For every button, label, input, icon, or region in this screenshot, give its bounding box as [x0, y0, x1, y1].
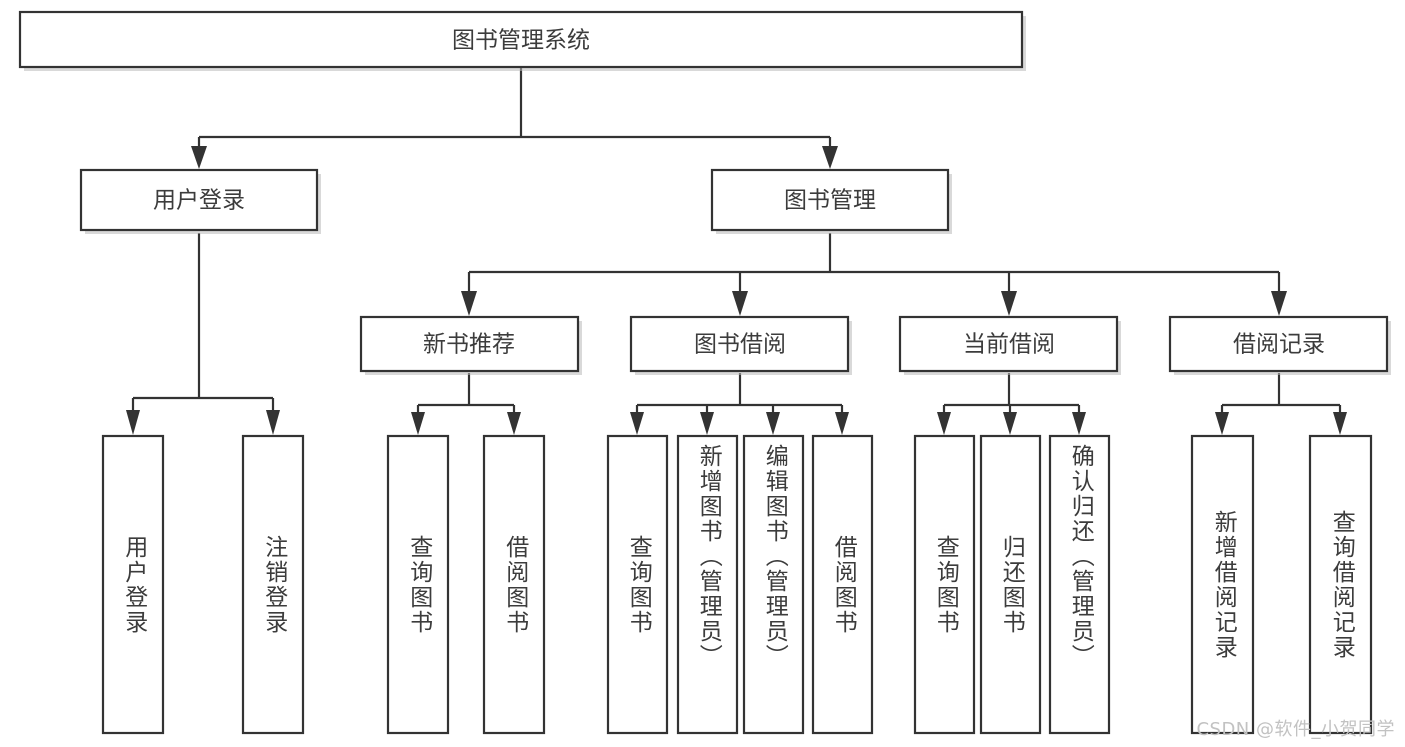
arrow-leaf-query-record [1333, 412, 1347, 435]
leaf-rect-query-record[interactable] [1308, 434, 1373, 735]
leaf-rect-add-book[interactable] [676, 434, 739, 735]
arrow-leaf-user-login [126, 410, 140, 435]
arrow-leaf-return-book [1003, 412, 1017, 435]
arrow-borrow-record [1271, 291, 1287, 316]
arrow-leaf-logout [266, 410, 280, 435]
new-book-recommend-label: 新书推荐 [423, 332, 515, 358]
arrow-leaf-confirm-return [1072, 412, 1086, 435]
root-label: 图书管理系统 [452, 28, 590, 54]
leaf-rect-query-book-1[interactable] [386, 434, 450, 735]
borrow-record-label: 借阅记录 [1233, 332, 1325, 358]
arrow-leaf-borrow-book-2 [835, 412, 849, 435]
leaf-rect-edit-book[interactable] [742, 434, 805, 735]
leaf-rect-borrow-book-1[interactable] [482, 434, 546, 735]
node-root[interactable]: 图书管理系统 [18, 10, 1026, 71]
user-login-rect [79, 168, 319, 232]
node-book-management[interactable]: 图书管理 [710, 168, 952, 234]
current-borrow-label: 当前借阅 [963, 332, 1055, 358]
arrow-leaf-edit-book [766, 412, 780, 435]
leaf-rect-borrow-book-2[interactable] [811, 434, 874, 735]
arrow-user-login [191, 146, 207, 169]
leaf-rect-logout[interactable] [241, 434, 305, 735]
arrow-leaf-query-book-2 [630, 412, 644, 435]
new-book-recommend-rect [359, 315, 580, 373]
root-rect [18, 10, 1024, 69]
arrow-leaf-query-book-1 [411, 412, 425, 435]
arrow-leaf-borrow-book-1 [507, 412, 521, 435]
arrow-new-book-recommend [461, 291, 477, 316]
connector-layer [126, 67, 1347, 435]
leaf-rect-user-login[interactable] [101, 434, 165, 735]
book-management-label: 图书管理 [784, 188, 876, 214]
arrow-leaf-add-record [1215, 412, 1229, 435]
book-management-rect [710, 168, 950, 232]
arrow-leaf-query-book-3 [937, 412, 951, 435]
borrow-record-rect [1168, 315, 1389, 373]
arrow-leaf-add-book [700, 412, 714, 435]
node-book-borrow[interactable]: 图书借阅 [629, 315, 852, 375]
node-current-borrow[interactable]: 当前借阅 [898, 315, 1121, 375]
leaf-rect-query-book-3[interactable] [913, 434, 976, 735]
node-new-book-recommend[interactable]: 新书推荐 [359, 315, 582, 375]
leaf-rect-add-record[interactable] [1190, 434, 1255, 735]
csdn-watermark: CSDN @软件_小贺同学 [1196, 719, 1395, 740]
arrow-book-borrow [732, 291, 748, 316]
leaf-rect-confirm-return[interactable] [1048, 434, 1111, 735]
leaf-rect-return-book[interactable] [979, 434, 1042, 735]
arrow-book-mgmt [822, 146, 838, 169]
user-login-label: 用户登录 [153, 188, 245, 214]
node-user-login[interactable]: 用户登录 [79, 168, 321, 234]
book-borrow-label: 图书借阅 [694, 332, 786, 358]
leaf-layer [101, 434, 1373, 735]
arrow-current-borrow [1001, 291, 1017, 316]
leaf-rect-query-book-2[interactable] [606, 434, 669, 735]
book-borrow-rect [629, 315, 850, 373]
node-borrow-record[interactable]: 借阅记录 [1168, 315, 1391, 375]
current-borrow-rect [898, 315, 1119, 373]
